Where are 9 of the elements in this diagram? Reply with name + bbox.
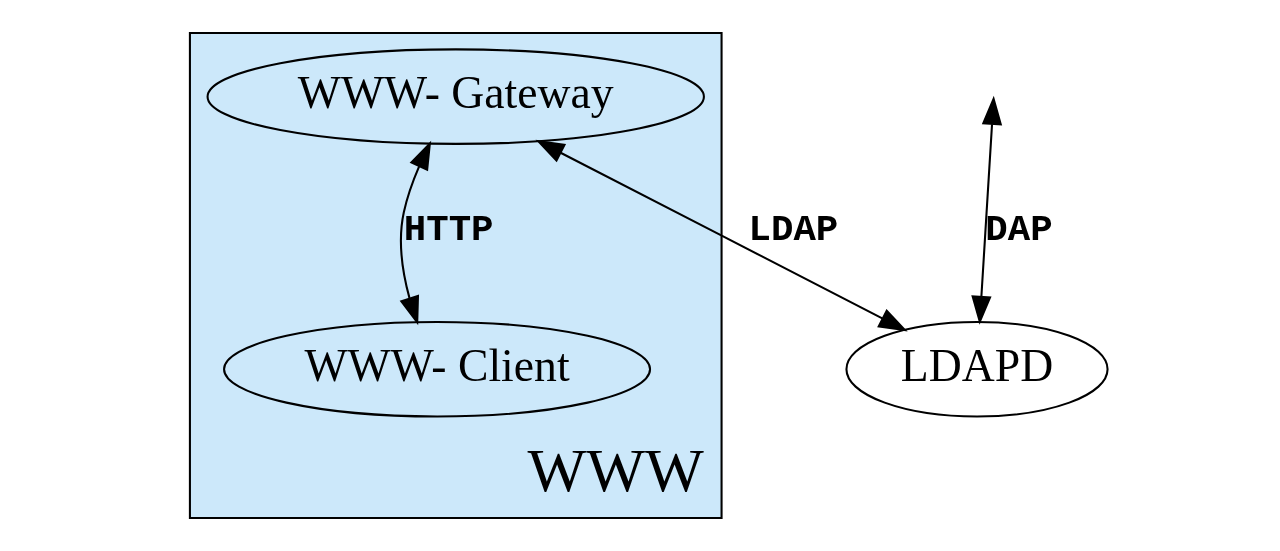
node-ellipse: LDAPD xyxy=(844,320,1109,418)
arrow xyxy=(970,95,1002,325)
node-ellipse: WWW- Client xyxy=(222,320,651,418)
arrow xyxy=(399,140,431,326)
edge-label: DAP xyxy=(984,209,1053,251)
arrow xyxy=(535,139,908,332)
edge-label: HTTP xyxy=(403,209,494,251)
edge-label: LDAP xyxy=(748,209,838,251)
node-ellipse: WWW- Gateway xyxy=(206,48,705,145)
